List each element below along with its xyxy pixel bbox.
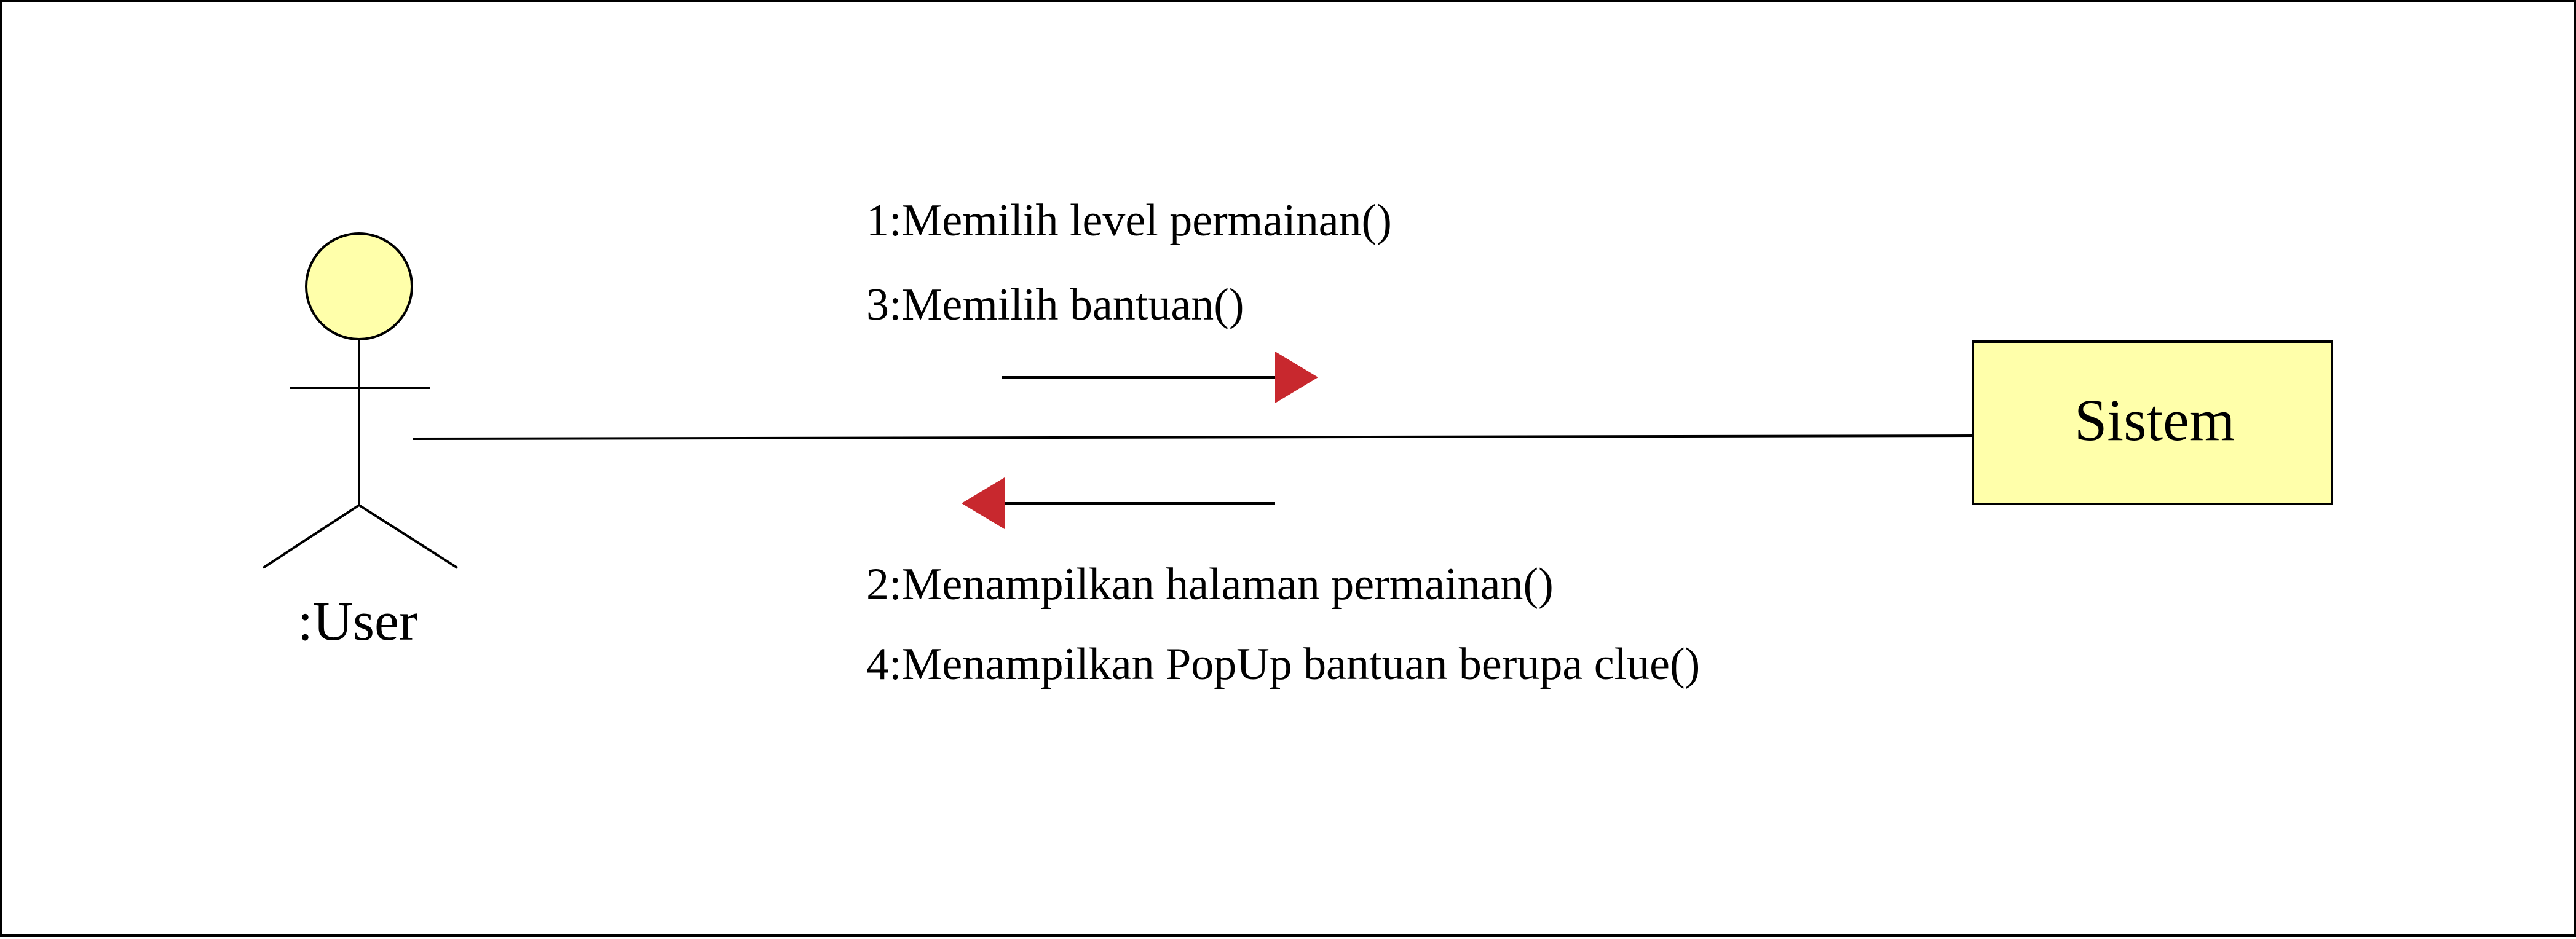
arrow-head-right-icon bbox=[1275, 352, 1318, 403]
message-arrow-to-object bbox=[1002, 352, 1318, 403]
association-link bbox=[413, 434, 1973, 440]
object-label: Sistem bbox=[2074, 387, 2235, 453]
arrow-head-left-icon bbox=[962, 477, 1005, 529]
actor-right-leg bbox=[358, 504, 459, 569]
message-label: 4:Menampilkan PopUp bantuan berupa clue(… bbox=[866, 639, 1701, 690]
object-box bbox=[1972, 340, 2333, 505]
actor-head bbox=[305, 232, 413, 340]
message-label: 1:Memilih level permainan() bbox=[866, 195, 1392, 246]
message-arrow-to-actor bbox=[962, 477, 1275, 529]
message-label: 2:Menampilkan halaman permainan() bbox=[866, 559, 1554, 610]
actor-figure bbox=[262, 232, 459, 569]
actor-label: :User bbox=[298, 591, 417, 652]
actor-left-leg bbox=[262, 504, 360, 569]
message-label: 3:Memilih bantuan() bbox=[866, 280, 1244, 330]
